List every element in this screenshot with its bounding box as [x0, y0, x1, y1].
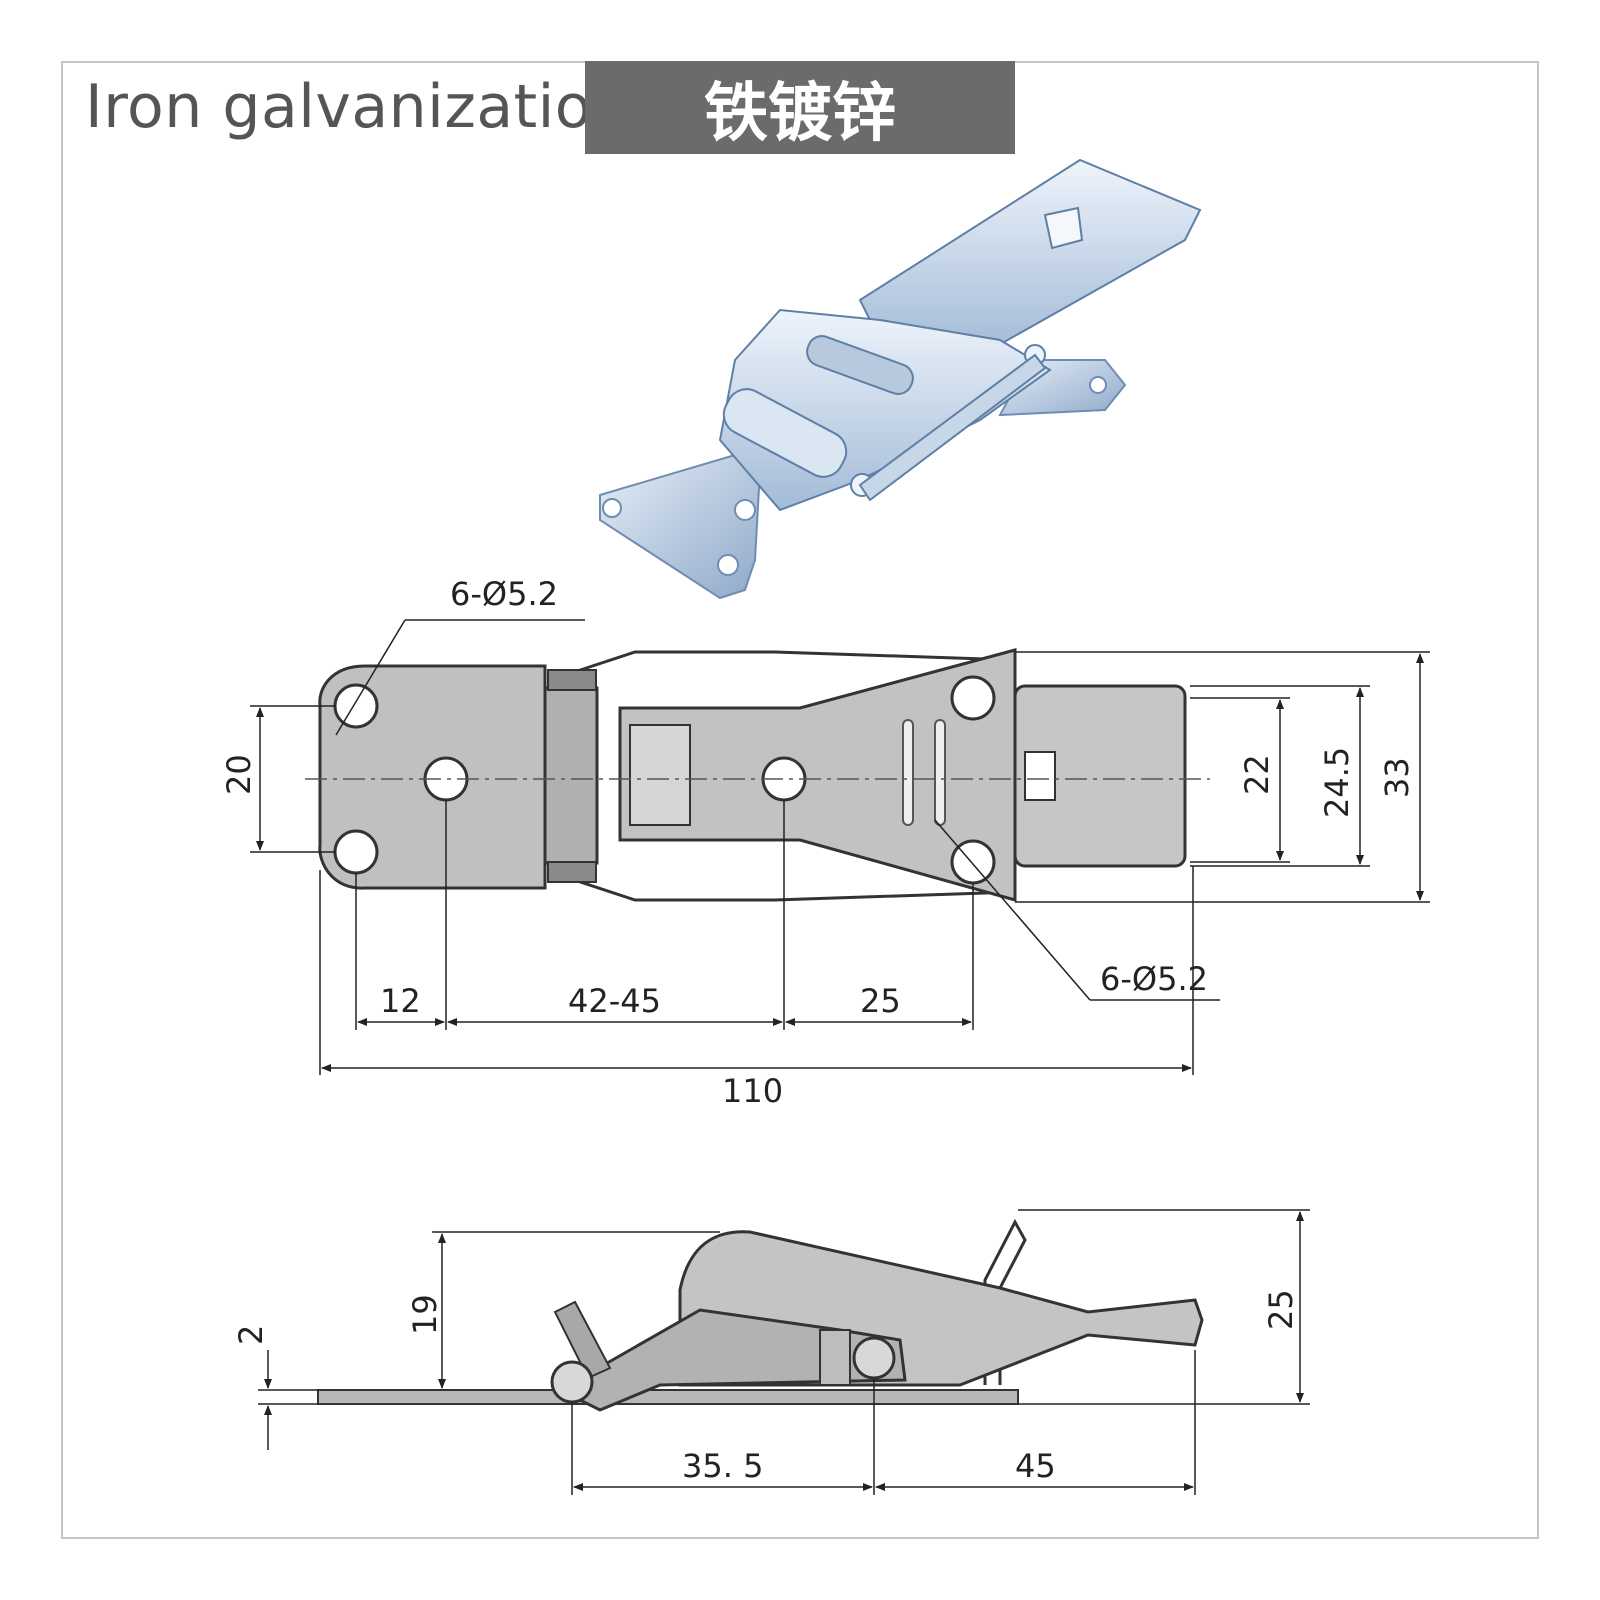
dim-hole-spacing: 20 — [220, 754, 258, 795]
dim-110: 110 — [722, 1072, 783, 1110]
title-chinese: 铁镀锌 — [585, 61, 1015, 154]
top-view — [305, 648, 1210, 902]
dim-19: 19 — [406, 1294, 444, 1335]
dim-25-side: 25 — [1262, 1289, 1300, 1330]
title-english: Iron galvanization — [85, 72, 631, 142]
dim-45: 45 — [1015, 1447, 1056, 1485]
side-view — [317, 1218, 1204, 1412]
dim-24-5: 24.5 — [1318, 747, 1356, 818]
dim-22: 22 — [1238, 754, 1276, 795]
hole-callout-top: 6-Ø5.2 — [450, 575, 558, 613]
top-view-dimensions — [250, 619, 1430, 1075]
dim-2: 2 — [232, 1325, 270, 1345]
dim-42-45: 42-45 — [568, 982, 661, 1020]
dim-35-5: 35. 5 — [682, 1447, 763, 1485]
side-view-dimensions — [258, 1209, 1310, 1495]
dim-33: 33 — [1378, 757, 1416, 798]
toggle-latch-photo — [599, 158, 1202, 600]
dim-12: 12 — [380, 982, 421, 1020]
hole-callout-bottom: 6-Ø5.2 — [1100, 960, 1208, 998]
dim-25-top: 25 — [860, 982, 901, 1020]
